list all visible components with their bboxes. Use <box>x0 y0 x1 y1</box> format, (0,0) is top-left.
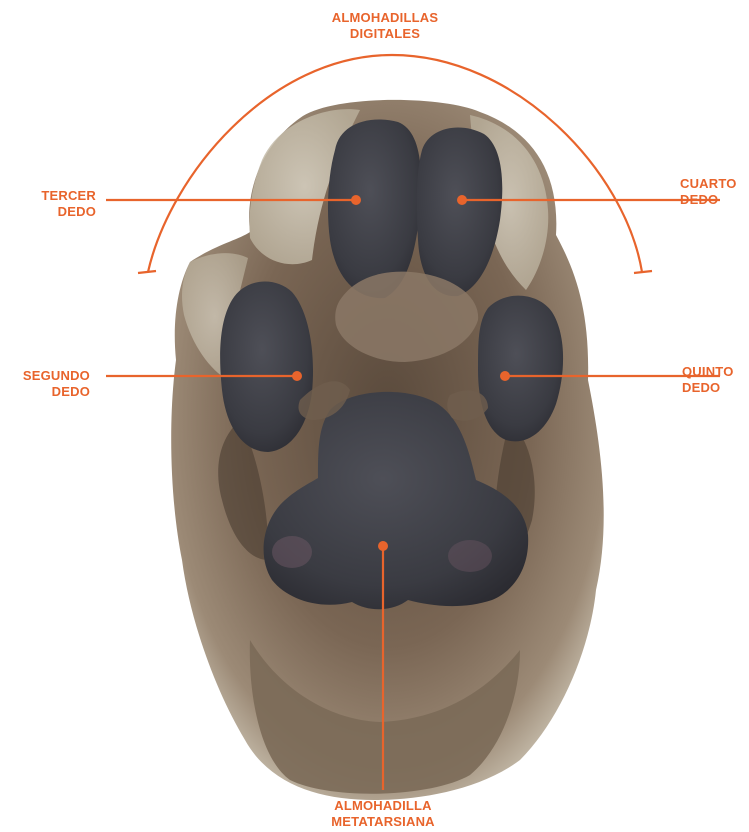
second-toe-pad <box>220 282 313 452</box>
fifth-toe-dot <box>500 371 510 381</box>
label-digital-pads: ALMOHADILLAS DIGITALES <box>300 10 470 42</box>
second-toe-dot <box>292 371 302 381</box>
label-metatarsal-line1: ALMOHADILLA <box>300 798 466 814</box>
label-fourth-toe-line2: DEDO <box>680 192 746 208</box>
label-second-toe: SEGUNDO DEDO <box>4 368 90 400</box>
label-third-toe-line2: DEDO <box>10 204 96 220</box>
arc-end-left <box>138 271 156 273</box>
label-fourth-toe: CUARTO DEDO <box>680 176 746 208</box>
label-digital-pads-line2: DIGITALES <box>300 26 470 42</box>
third-toe-dot <box>351 195 361 205</box>
label-digital-pads-line1: ALMOHADILLAS <box>300 10 470 26</box>
label-fifth-toe: QUINTO DEDO <box>682 364 748 396</box>
label-third-toe: TERCER DEDO <box>10 188 96 220</box>
arc-end-right <box>634 271 652 273</box>
label-fifth-toe-line2: DEDO <box>682 380 748 396</box>
label-third-toe-line1: TERCER <box>10 188 96 204</box>
label-second-toe-line1: SEGUNDO <box>4 368 90 384</box>
label-metatarsal-pad: ALMOHADILLA METATARSIANA <box>300 798 466 830</box>
label-fourth-toe-line1: CUARTO <box>680 176 746 192</box>
metatarsal-dot <box>378 541 388 551</box>
label-fifth-toe-line1: QUINTO <box>682 364 748 380</box>
fourth-toe-dot <box>457 195 467 205</box>
label-metatarsal-line2: METATARSIANA <box>300 814 466 830</box>
label-second-toe-line2: DEDO <box>4 384 90 400</box>
